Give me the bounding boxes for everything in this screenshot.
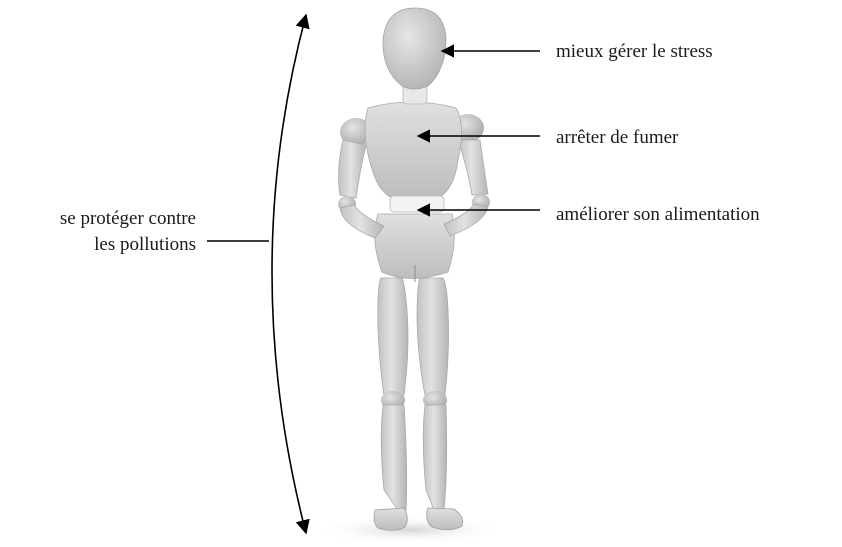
head xyxy=(383,8,446,89)
label-pollutions-line1: se protéger contre xyxy=(0,206,196,232)
label-mieux-gerer-stress: mieux gérer le stress xyxy=(556,39,713,65)
label-pollutions-line2: les pollutions xyxy=(0,232,196,258)
double-arrow-curve-icon xyxy=(272,15,306,533)
label-arreter-fumer: arrêter de fumer xyxy=(556,125,678,151)
right-leg xyxy=(417,278,463,530)
floor-shadow xyxy=(315,516,505,544)
label-ameliorer-alimentation: améliorer son alimentation xyxy=(556,202,760,228)
wooden-mannequin-icon xyxy=(315,8,505,544)
chest xyxy=(365,102,461,198)
label-proteger-pollutions: se protéger contre les pollutions xyxy=(0,206,196,258)
left-leg xyxy=(374,278,408,530)
